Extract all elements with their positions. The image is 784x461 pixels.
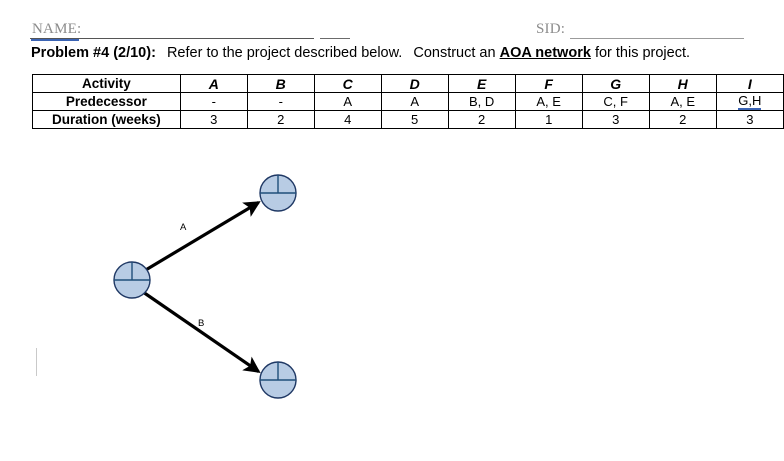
problem-statement: Problem #4 (2/10): Refer to the project … (31, 43, 771, 63)
row-header-predecessor: Predecessor (32, 92, 181, 111)
duration-cell-g: 3 (581, 110, 650, 129)
problem-text-construct: Construct an (413, 45, 496, 61)
duration-cell-i: 3 (715, 110, 784, 129)
activity-table: Activity A B C D E F G H I Predecessor -… (32, 74, 784, 129)
predecessor-cell-i: G,H (715, 92, 784, 111)
activity-cell-a: A (179, 74, 248, 93)
duration-cell-a: 3 (179, 110, 248, 129)
problem-emphasis-aoa-network: AOA network (499, 45, 591, 61)
activity-cell-h: H (648, 74, 717, 93)
name-write-in-rule-secondary (320, 38, 350, 39)
table-row-activity: Activity A B C D E F G H I (32, 74, 784, 93)
predecessor-cell-e: B, D (447, 92, 516, 111)
row-header-activity: Activity (32, 74, 181, 93)
name-spellcheck-underline (31, 39, 79, 41)
edge-b[interactable]: B (142, 290, 261, 373)
problem-text-after: for this project. (594, 45, 691, 61)
activity-cell-f: F (514, 74, 583, 93)
activity-cell-c: C (313, 74, 382, 93)
sid-field-label: SID: (536, 21, 566, 37)
name-write-in-rule (30, 38, 314, 39)
text-caret (36, 348, 37, 376)
header-row: NAME: SID: (0, 0, 784, 41)
problem-text-before: Refer to the project described below. (166, 45, 403, 61)
edge-b-label: B (198, 318, 204, 329)
duration-cell-b: 2 (246, 110, 315, 129)
predecessor-cell-a: - (179, 92, 248, 111)
table-row-predecessor: Predecessor - - A A B, D A, E C, F A, E … (32, 92, 784, 111)
edge-a-line (145, 201, 261, 271)
row-header-duration: Duration (weeks) (32, 110, 181, 129)
predecessor-cell-c: A (313, 92, 382, 111)
aoa-network-diagram[interactable]: A B (0, 140, 784, 430)
predecessor-cell-g: C, F (581, 92, 650, 111)
activity-cell-d: D (380, 74, 449, 93)
edge-a-label: A (180, 222, 187, 233)
duration-cell-d: 5 (380, 110, 449, 129)
predecessor-cell-d: A (380, 92, 449, 111)
network-node-3[interactable] (259, 361, 297, 399)
sid-write-in-rule (570, 38, 744, 39)
predecessor-cell-b: - (246, 92, 315, 111)
table-row-duration: Duration (weeks) 3 2 4 5 2 1 3 2 3 (32, 110, 784, 129)
duration-cell-f: 1 (514, 110, 583, 129)
duration-cell-e: 2 (447, 110, 516, 129)
activity-cell-b: B (246, 74, 315, 93)
edge-a[interactable]: A (145, 201, 261, 271)
network-node-1[interactable] (113, 261, 151, 299)
spellcheck-text: G,H (738, 93, 762, 110)
duration-cell-c: 4 (313, 110, 382, 129)
activity-cell-g: G (581, 74, 650, 93)
activity-cell-i: I (715, 74, 784, 93)
edge-b-line (142, 290, 261, 373)
predecessor-cell-h: A, E (648, 92, 717, 111)
problem-number: Problem #4 (2/10): (31, 45, 156, 61)
predecessor-cell-f: A, E (514, 92, 583, 111)
duration-cell-h: 2 (648, 110, 717, 129)
activity-cell-e: E (447, 74, 516, 93)
network-node-2[interactable] (259, 174, 297, 212)
name-field-label: NAME: (32, 21, 82, 37)
